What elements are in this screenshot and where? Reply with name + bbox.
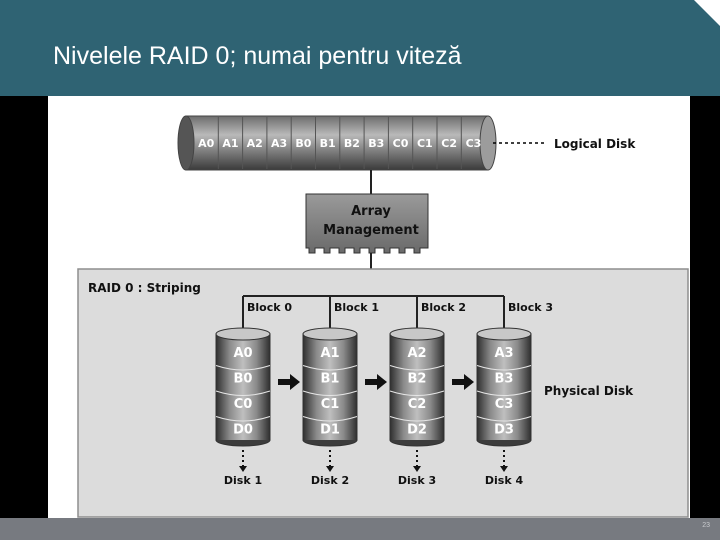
slide-title: Nivelele RAID 0; numai pentru viteză [53,42,462,70]
disk-label: Disk 2 [311,474,349,487]
disk-platter-divider [302,416,358,422]
slide-footer: 23 [0,518,720,540]
disk-block-label: B0 [234,372,253,387]
block-label: Block 2 [421,301,466,314]
logical-disk: A0 A1 A2 A3 B0 B1 B2 B3 C0 C1 C2 C3 [177,115,497,171]
disk-cylinder-top [302,327,358,341]
disk-label: Disk 1 [224,474,262,487]
disk-leader-arrowhead [326,466,334,472]
left-margin-bar [0,96,48,520]
disk-cylinder-face [216,334,270,440]
logical-block-label: C3 [466,137,482,150]
block-label: Block 1 [334,301,379,314]
disk-platter-divider [302,390,358,396]
logical-block-label: C0 [393,137,409,150]
disk-cylinder-face [390,334,444,440]
logical-block-label: A1 [222,137,238,150]
disk-block-label: A3 [494,346,513,361]
disk-cylinder-face [303,334,357,440]
disk-block-label: B3 [495,372,514,387]
disk-cylinder-top [215,327,271,341]
disk-platter-divider [389,365,445,371]
disk-cylinder-face [477,334,531,440]
stripe-arrow-icon [278,374,300,390]
disk-platter-divider [476,365,532,371]
striping-panel [77,268,689,518]
disk-block-label: B1 [321,372,340,387]
disk-platter-divider [476,390,532,396]
disk-block-label: D2 [407,423,427,438]
logical-block-label: B1 [320,137,336,150]
disk-platter-divider [215,390,271,396]
disk-block-label: A2 [407,346,426,361]
disk-leader-arrowhead [413,466,421,472]
logical-block-label: C1 [417,137,433,150]
stripe-arrow-icon [365,374,387,390]
disk-block-label: C1 [321,397,340,412]
logical-block-label: B0 [295,137,311,150]
logical-block-label: A0 [198,137,215,150]
disk-block-label: D3 [494,423,514,438]
slide-number: 23 [702,522,710,529]
disk-platter-divider [389,390,445,396]
logical-block-label: B2 [344,137,360,150]
disk-block-label: C3 [495,397,514,412]
disk-cylinder-top [389,327,445,341]
disk-label: Disk 4 [485,474,524,487]
block-label: Block 3 [508,301,553,314]
array-management-box: Array Management [305,193,429,254]
array-management-line2: Management [323,223,419,238]
logical-block-label: C2 [441,137,457,150]
disk-block-label: A0 [233,346,252,361]
right-margin-bar [690,96,720,520]
disk-block-label: C0 [234,397,253,412]
disk-block-label: D0 [233,423,253,438]
disk-platter-divider [215,416,271,422]
disk-block-label: A1 [320,346,339,361]
slide-header: Nivelele RAID 0; numai pentru viteză [0,0,720,96]
striping-title: RAID 0 : Striping [88,281,201,295]
disk-leader-arrowhead [500,466,508,472]
block-label: Block 0 [247,301,292,314]
disk-platter-divider [476,416,532,422]
logical-block-label: A2 [247,137,263,150]
disk-block-label: D1 [320,423,340,438]
logical-disk-label: Logical Disk [554,137,636,151]
disk-block-label: C2 [408,397,427,412]
header-corner-decoration [694,0,720,26]
disk-block-label: B2 [408,372,427,387]
logical-block-label: B3 [368,137,384,150]
disk-platter-divider [389,416,445,422]
disk-platter-divider [215,365,271,371]
disk-cylinder-top [476,327,532,341]
disk-platter-divider [302,365,358,371]
disk-leader-arrowhead [239,466,247,472]
physical-disk-label: Physical Disk [544,384,634,398]
array-management-line1: Array [351,204,391,219]
disk-label: Disk 3 [398,474,436,487]
logical-block-label: A3 [271,137,287,150]
stripe-arrow-icon [452,374,474,390]
